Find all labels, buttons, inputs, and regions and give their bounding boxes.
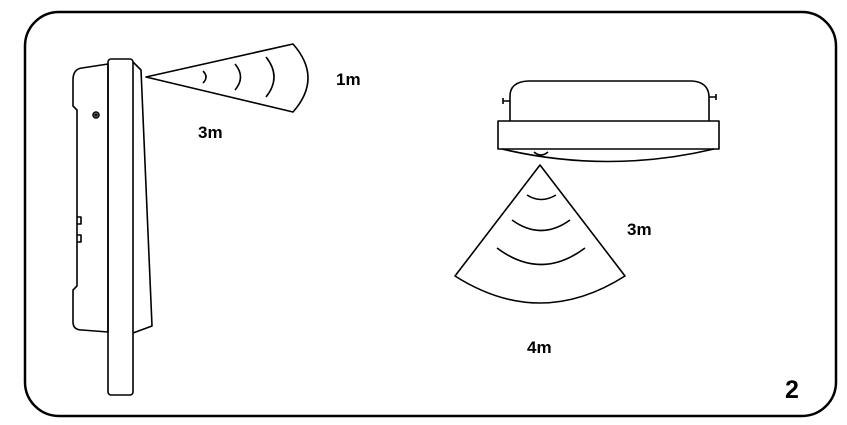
- ceiling-width-label: 4m: [527, 338, 552, 357]
- wall-distance-label: 3m: [198, 123, 223, 142]
- ceiling-mounted-sensor-icon: [497, 80, 720, 163]
- figure-frame: [23, 10, 838, 418]
- ceiling-range-label: 3m: [627, 220, 652, 239]
- wall-range-label: 1m: [336, 70, 361, 89]
- figure-number: 2: [785, 376, 799, 404]
- wall-mounted-sensor-icon: [72, 58, 153, 396]
- wall-detection-zone: [145, 43, 309, 113]
- ceiling-detection-zone: [454, 164, 626, 304]
